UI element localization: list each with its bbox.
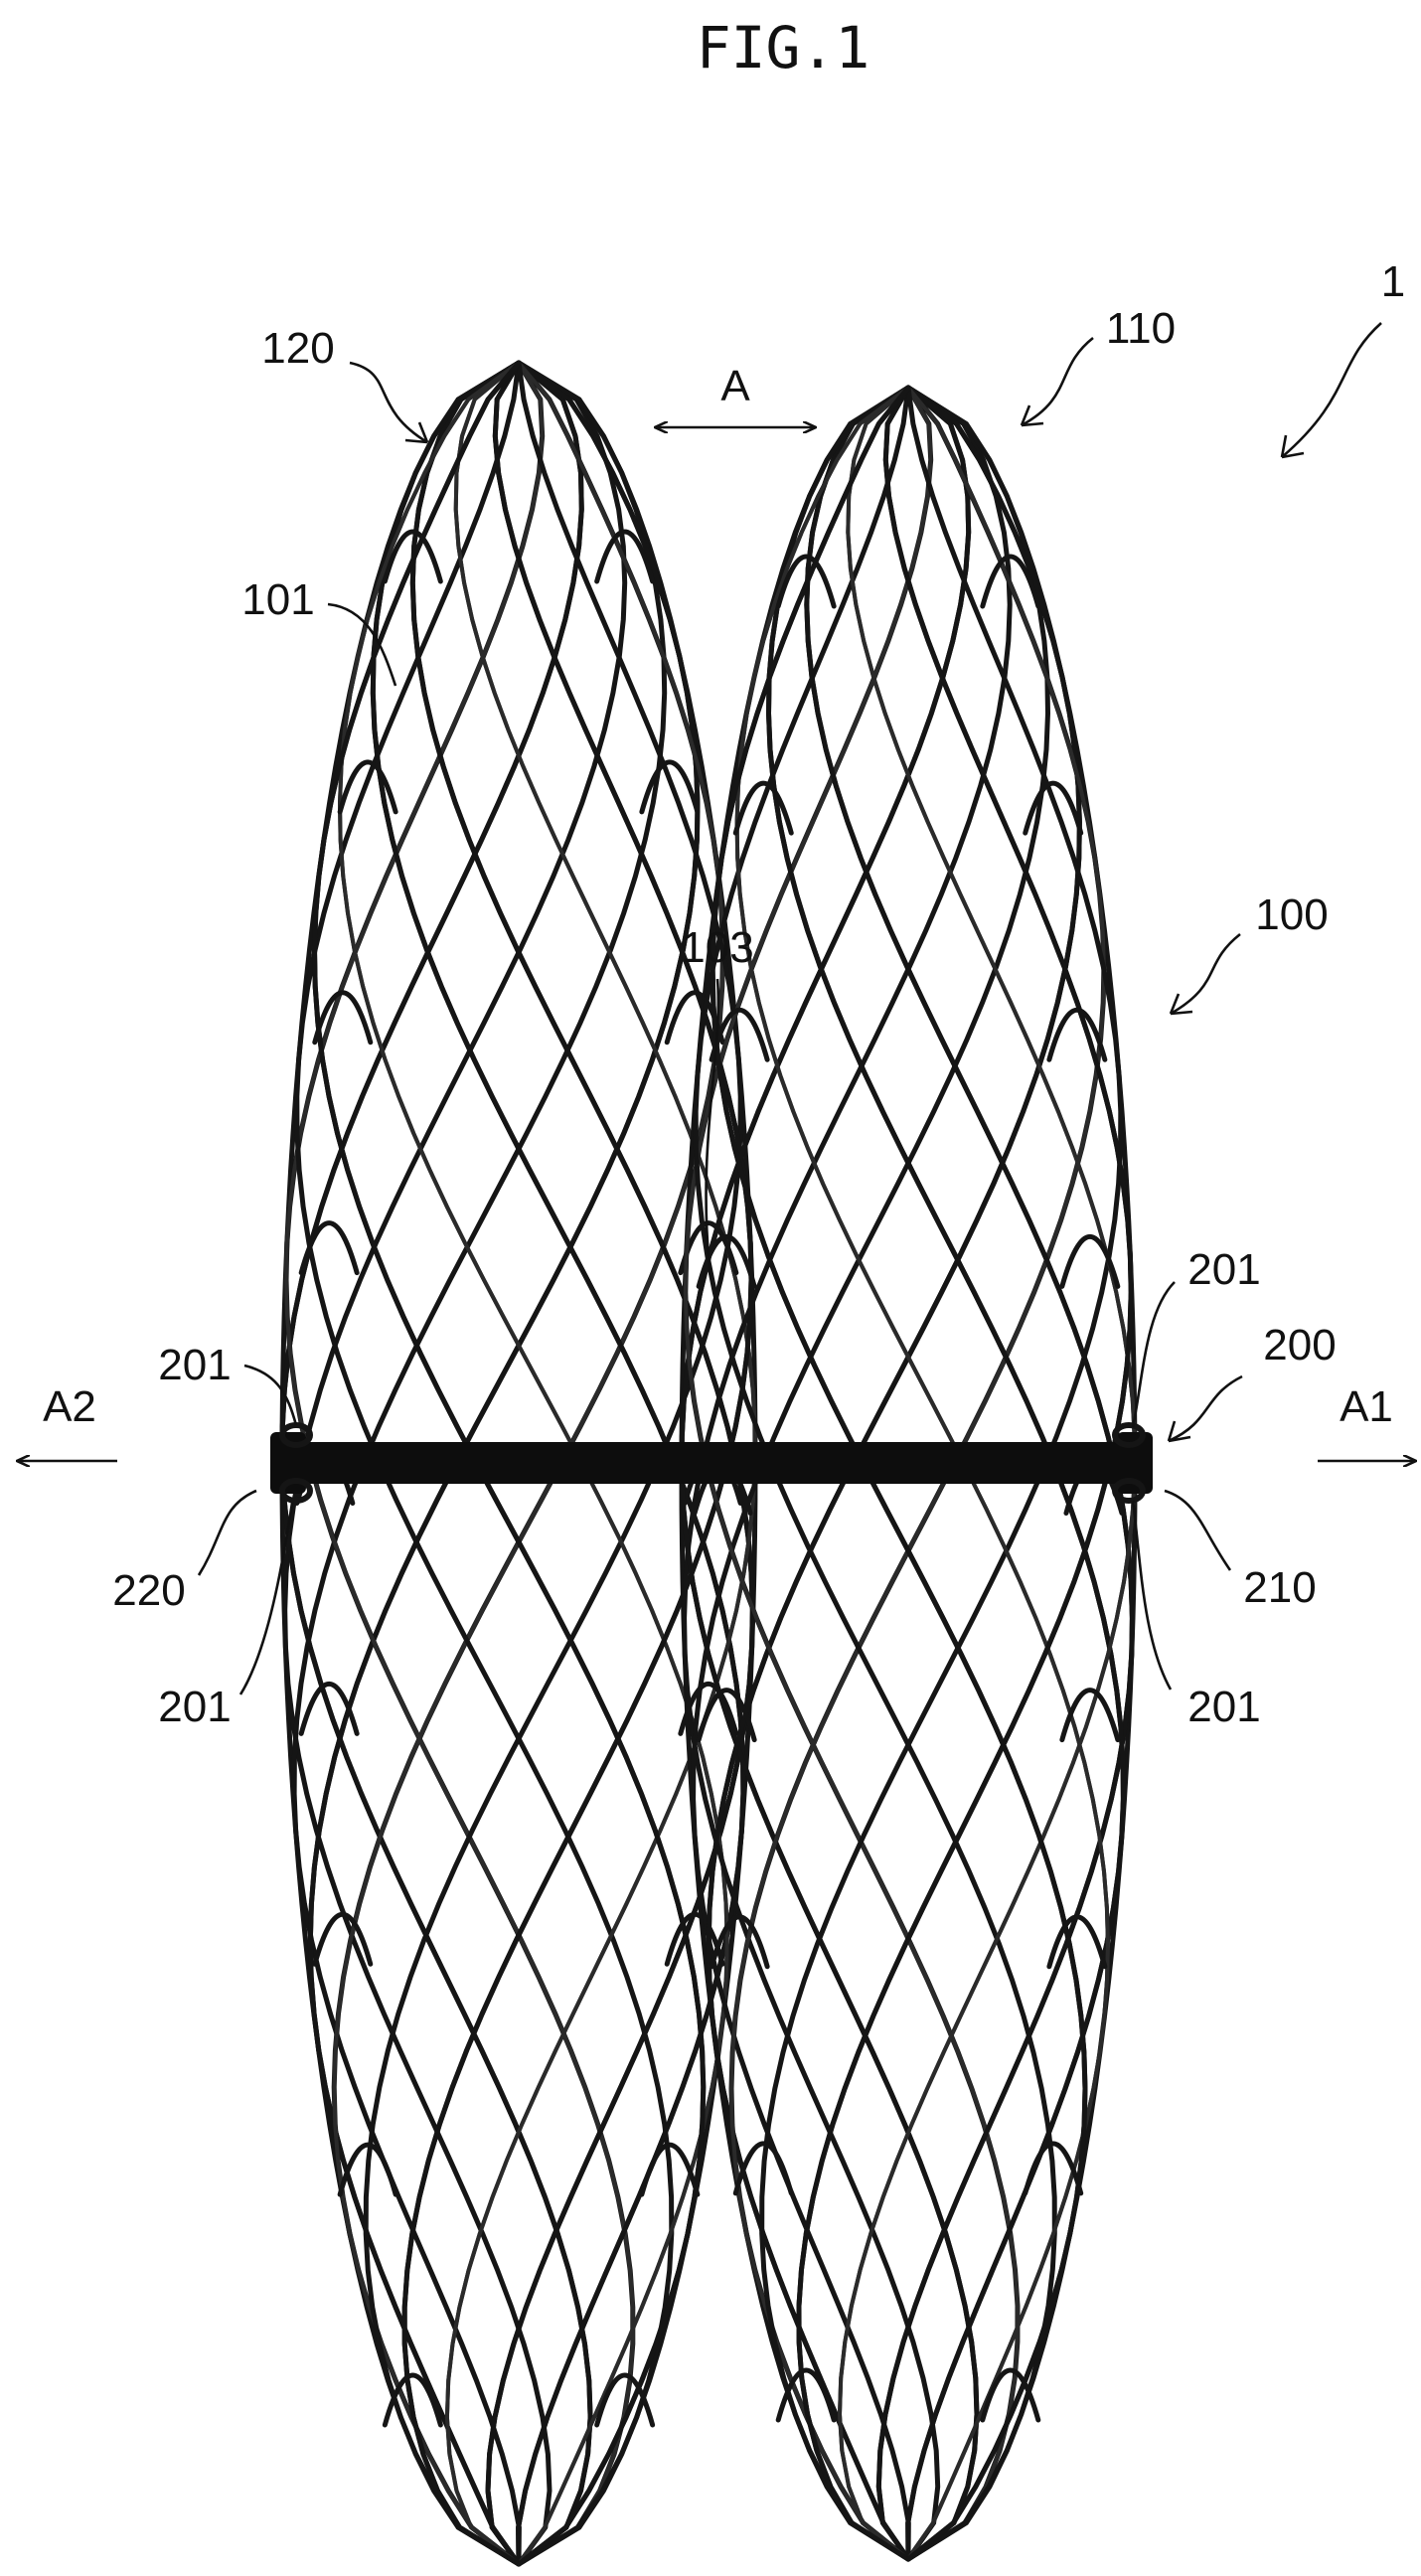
leader-wire-end-upper-right: [1133, 1282, 1175, 1427]
ref-wire-end-lower-left: 201: [158, 1683, 231, 1731]
figure-title: FIG.1: [697, 14, 870, 81]
second-disc-wire-loop: [642, 762, 698, 812]
ref-wire-end-upper-left: 201: [158, 1341, 231, 1389]
ref-neck: 103: [681, 923, 753, 972]
second-disc-wire-loop: [340, 762, 395, 812]
direction-label-a: A: [720, 362, 750, 410]
leader-first-disc: [1022, 338, 1093, 425]
direction-label-a2: A2: [43, 1382, 96, 1431]
second-disc-wire-loop: [315, 993, 371, 1043]
ref-device: 1: [1381, 257, 1405, 306]
leader-second-disc: [350, 363, 427, 442]
shaft-bar: [270, 1442, 1153, 1484]
ref-wire-end-upper-right: 201: [1187, 1245, 1260, 1294]
first-disc-wire-loop: [1049, 1917, 1105, 1967]
ref-shaft-end-first: 210: [1243, 1563, 1316, 1612]
first-disc-wire-loop: [1026, 783, 1081, 833]
leader-device: [1282, 323, 1381, 457]
direction-label-a1: A1: [1340, 1382, 1393, 1431]
ref-second-disc: 120: [261, 324, 334, 373]
ref-mesh-body: 100: [1255, 890, 1328, 939]
leader-wire-end-lower-right: [1133, 1501, 1171, 1690]
ref-shaft-end-second: 220: [112, 1566, 185, 1615]
ref-wire: 101: [241, 575, 314, 624]
leader-shaft-end-first: [1165, 1491, 1230, 1570]
ref-wire-end-lower-right: 201: [1187, 1683, 1260, 1731]
second-disc-wire-loop: [301, 1223, 357, 1273]
leader-mesh-body: [1171, 934, 1240, 1014]
ref-first-disc: 110: [1106, 304, 1176, 353]
leader-shaft: [1169, 1376, 1242, 1441]
leader-shaft-end-second: [199, 1491, 256, 1575]
ref-shaft: 200: [1263, 1321, 1336, 1369]
first-disc-wire-loop: [735, 783, 791, 833]
